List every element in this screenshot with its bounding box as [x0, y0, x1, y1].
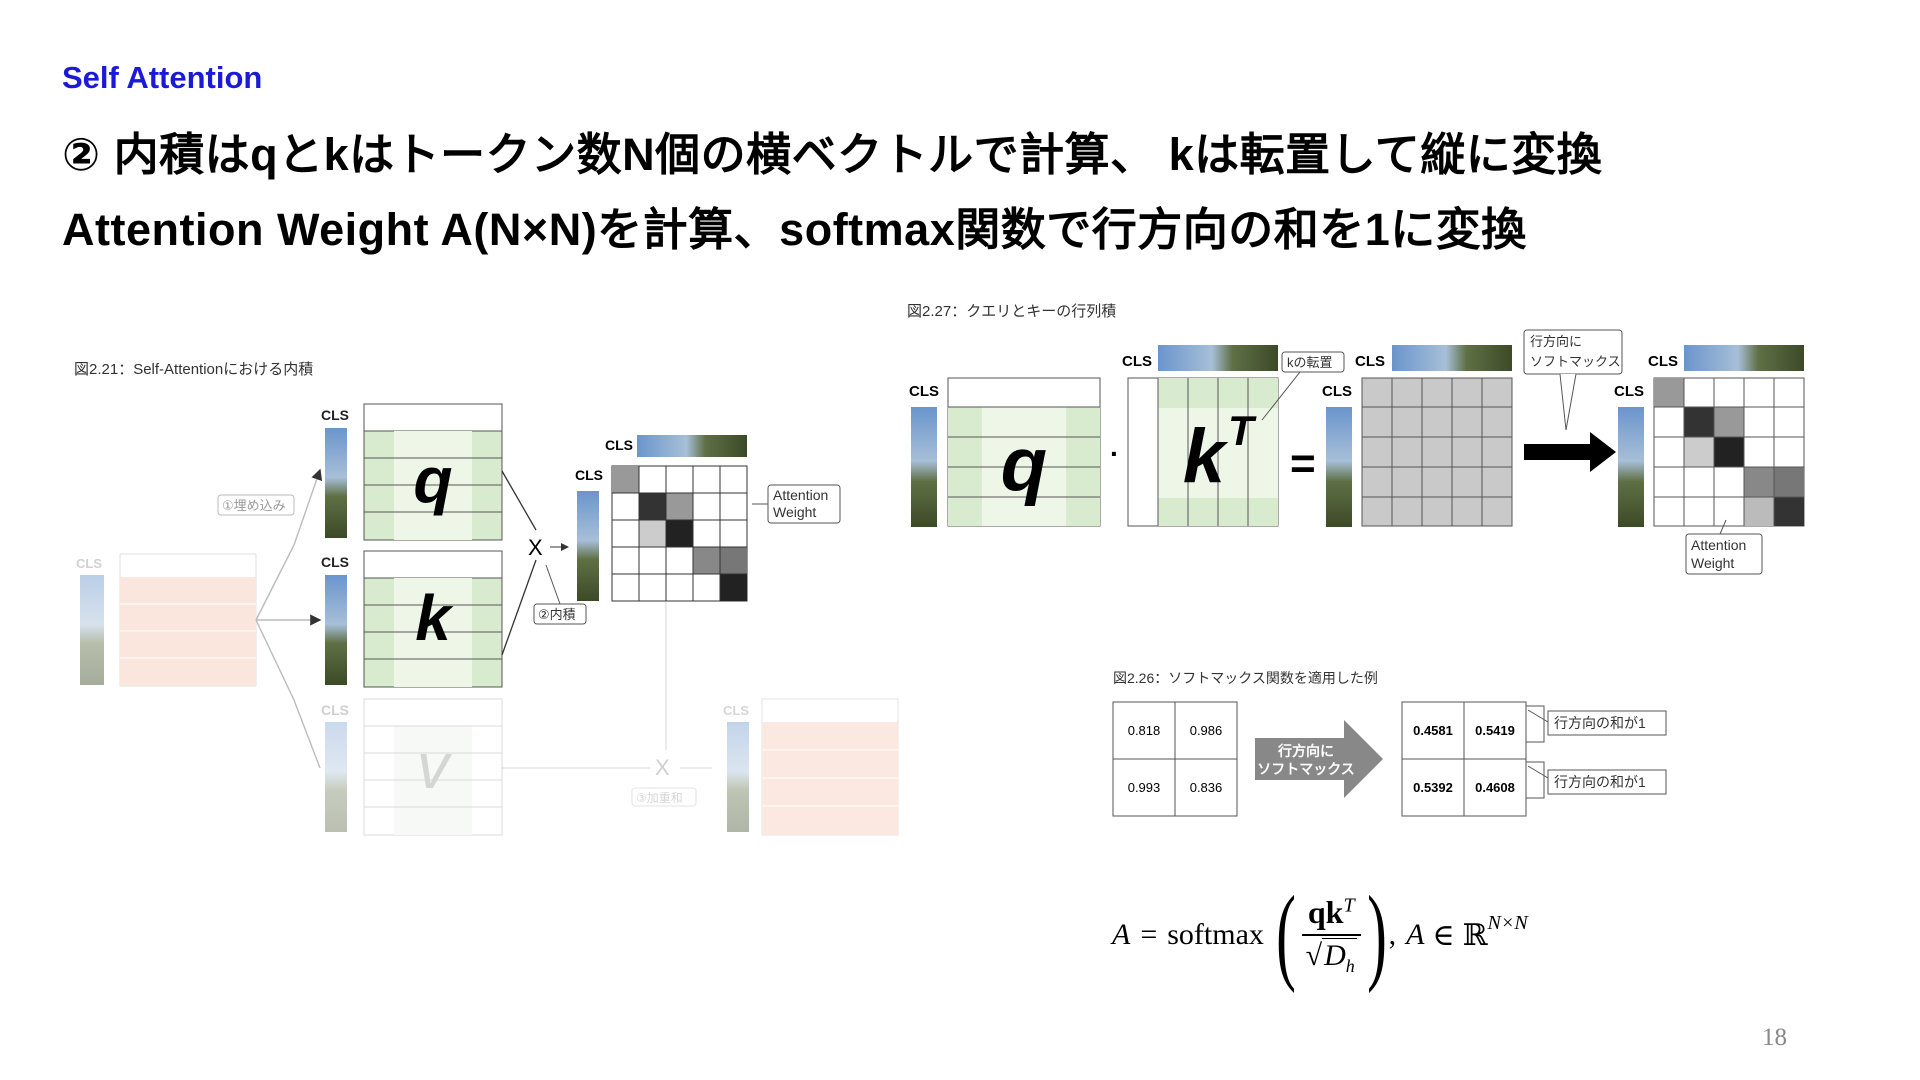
figure-2-21: 図2.21：Self-Attentionにおける内積 CLS ①埋め込み CLS [74, 361, 899, 836]
dot-operator: · [1110, 438, 1119, 469]
row-sum-label-1: 行方向の和が1 [1554, 715, 1646, 731]
k-symbol: k [415, 582, 454, 654]
after-softmax-table: 0.4581 0.5419 0.5392 0.4608 [1401, 701, 1527, 817]
aw-callout-line1: Attention [1691, 537, 1746, 553]
fig-2-26-caption: 図2.26：ソフトマックス関数を適用した例 [1113, 670, 1378, 686]
attention-weight-callout-line1: Attention [773, 487, 828, 503]
step1-label: ①埋め込み [222, 498, 286, 513]
aw-callout-line2: Weight [1691, 555, 1734, 571]
fig-2-21-caption: 図2.21：Self-Attentionにおける内積 [74, 361, 313, 378]
arrow-label-line2: ソフトマックス [1257, 761, 1355, 777]
aw-cls-row: CLS [1614, 383, 1644, 400]
figure-2-26: 図2.26：ソフトマックス関数を適用した例 0.818 0.986 0.993 … [1112, 670, 1667, 817]
formula-fn: softmax [1167, 918, 1264, 951]
fig27-q-cls: CLS [909, 383, 939, 400]
formula-den-main: D [1324, 938, 1346, 972]
score-matrix [1361, 377, 1513, 527]
figure-2-27: 図2.27：クエリとキーの行列積 CLS q · CLS k T kの転置 = … [907, 303, 1805, 575]
step3-label: ③加重和 [636, 791, 683, 805]
aw-cls-col: CLS [1648, 353, 1678, 370]
weighted-sum-block: X ③加重和 CLS [502, 601, 899, 836]
matrix-cls-col-label: CLS [605, 437, 633, 453]
input-embedding-block: CLS [76, 553, 257, 687]
v-symbol: v [417, 730, 453, 802]
slide-headline-1: ② 内積はqとkはトークン数N個の横ベクトルで計算、 kは転置して縦に変換 [62, 129, 1603, 180]
svg-text:X: X [655, 755, 670, 780]
formula-eq: = [1140, 918, 1158, 951]
k-cls-label: CLS [321, 554, 349, 570]
v-block: CLS v [321, 698, 503, 836]
formula-sep: , [1388, 918, 1397, 951]
fig27-k-cls: CLS [1122, 353, 1152, 370]
softmax-callout-line1: 行方向に [1530, 334, 1582, 349]
k-transpose-label: kの転置 [1287, 355, 1333, 370]
formula-sqrt: √ [1305, 938, 1323, 972]
fig27-k-symbol: k [1183, 414, 1229, 499]
input-cls-label: CLS [76, 556, 102, 571]
formula-lhs: A [1112, 918, 1131, 951]
row-sum-label-2: 行方向の和が1 [1554, 774, 1646, 790]
before-cell-0-1: 0.986 [1190, 723, 1223, 738]
section-label: Self Attention [62, 60, 263, 95]
attention-weight-matrix [1653, 377, 1805, 527]
formula-fraction: qkT √Dh [1301, 893, 1361, 977]
slide-headline-2: Attention Weight A(N×N)を計算、softmax関数で行方向… [62, 204, 1527, 255]
q-cls-label: CLS [321, 407, 349, 423]
formula-set-sup: N×N [1487, 911, 1528, 934]
result-cls-row: CLS [1322, 383, 1352, 400]
fig27-q-symbol: q [1001, 422, 1047, 507]
transpose-superscript: T [1228, 407, 1257, 454]
formula-set-lhs: A [1406, 918, 1425, 951]
svg-text:CLS: CLS [321, 702, 349, 718]
result-cls-col: CLS [1355, 353, 1385, 370]
formula-set: ℝ [1462, 918, 1488, 952]
before-softmax-table: 0.818 0.986 0.993 0.836 [1112, 701, 1238, 817]
formula-rparen: ) [1366, 875, 1387, 994]
formula-num-sup: T [1343, 893, 1355, 916]
arrow-label-line1: 行方向に [1277, 743, 1334, 759]
times-symbol: X [528, 535, 543, 560]
after-cell-0-0: 0.4581 [1413, 723, 1453, 738]
before-cell-0-0: 0.818 [1128, 723, 1161, 738]
step2-label: ②内積 [538, 607, 576, 622]
q-token-images [325, 428, 347, 538]
after-cell-1-0: 0.5392 [1413, 780, 1453, 795]
fig-2-27-caption: 図2.27：クエリとキーの行列積 [907, 303, 1116, 320]
softmax-arrow [1524, 432, 1616, 472]
formula-in: ∈ [1432, 918, 1455, 952]
equals-sign: = [1290, 439, 1316, 488]
matrix-cls-row-label: CLS [575, 467, 603, 483]
softmax-callout-line2: ソフトマックス [1530, 354, 1621, 369]
q-symbol: q [413, 444, 452, 516]
formula-lparen: ( [1275, 875, 1296, 994]
svg-text:CLS: CLS [723, 703, 749, 718]
formula-numerator: qk [1307, 893, 1344, 930]
before-cell-1-1: 0.836 [1190, 780, 1223, 795]
page-number: 18 [1762, 1024, 1787, 1051]
formula-den-sub: h [1345, 955, 1355, 976]
after-cell-0-1: 0.5419 [1475, 723, 1515, 738]
after-cell-1-1: 0.4608 [1475, 780, 1515, 795]
softmax-transform-arrow [1255, 720, 1383, 798]
attention-weight-callout-line2: Weight [773, 504, 816, 520]
before-cell-1-0: 0.993 [1128, 780, 1161, 795]
attention-matrix-small [611, 465, 748, 602]
